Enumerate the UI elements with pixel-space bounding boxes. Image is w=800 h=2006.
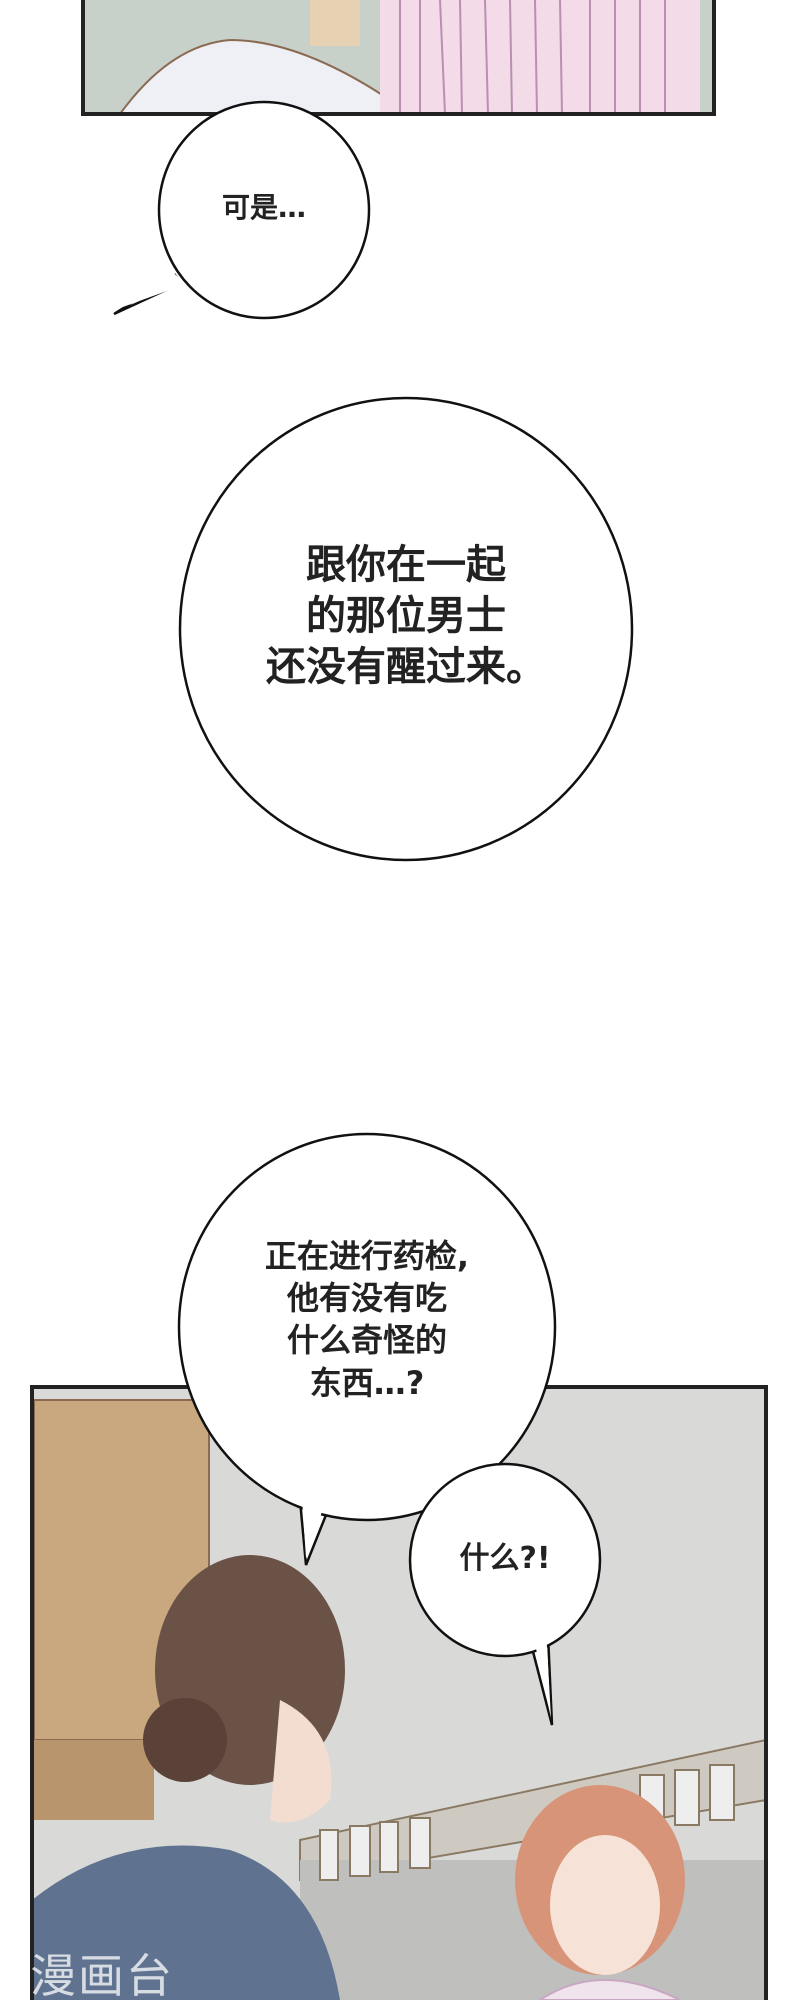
bubble-line: 什么奇怪的	[286, 1321, 447, 1360]
bottom-panel	[30, 1385, 768, 2000]
top-panel	[81, 0, 716, 116]
watermark: 漫画台	[30, 1949, 174, 2003]
bubble-line: 的那位男士	[306, 593, 506, 640]
bubble-line: 他有没有吃	[286, 1279, 447, 1318]
bubble-line: 还没有醒过来。	[266, 644, 546, 691]
bubble-line: 什么?!	[459, 1541, 551, 1576]
bubble-line: 跟你在一起	[306, 542, 506, 588]
bubble-text-1: 可是…	[184, 190, 344, 226]
bubble-text-4: 什么?!	[435, 1540, 575, 1578]
bubble-line: 东西…?	[309, 1363, 425, 1402]
bubble-text-2: 跟你在一起 的那位男士 还没有醒过来。	[206, 540, 606, 694]
bubble-line: 正在进行药检,	[264, 1237, 470, 1275]
bubble-line: 可是…	[221, 191, 306, 224]
speech-bubbles	[113, 100, 634, 1726]
bubble-text-3: 正在进行药检, 他有没有吃 什么奇怪的 东西…?	[217, 1235, 517, 1404]
